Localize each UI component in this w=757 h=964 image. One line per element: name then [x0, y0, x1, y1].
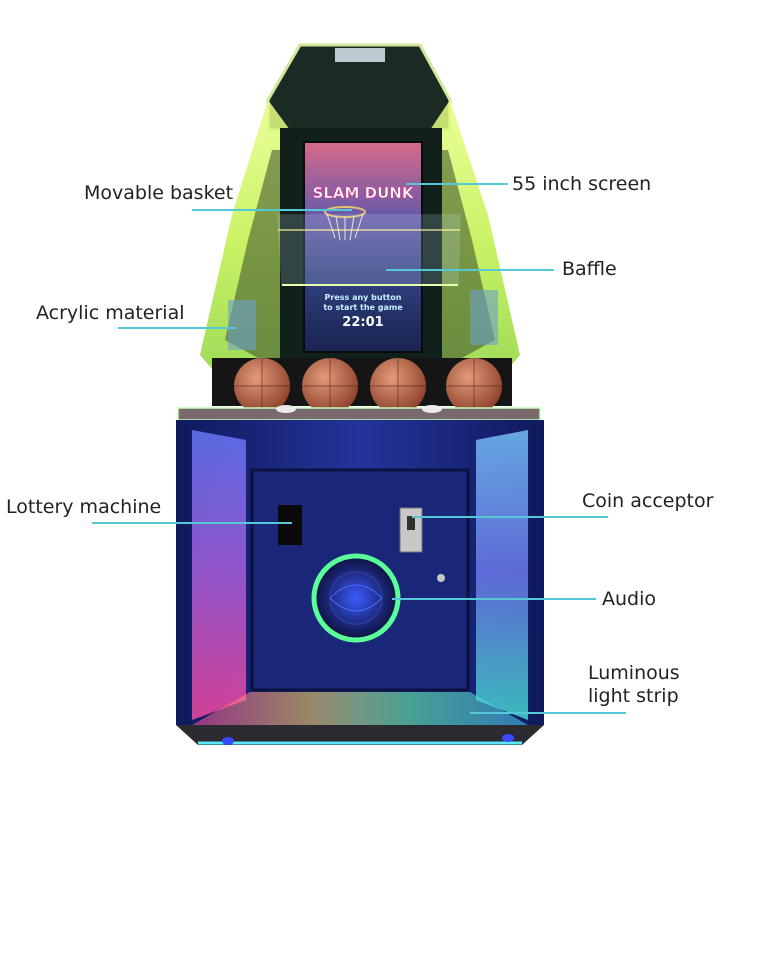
label-audio: Audio	[602, 588, 657, 610]
leader-line	[392, 598, 596, 600]
speaker	[311, 553, 401, 643]
label-baffle: Baffle	[562, 258, 617, 280]
label-coin-acceptor: Coin acceptor	[582, 490, 714, 512]
leader-line	[192, 209, 352, 211]
leader-line	[118, 327, 236, 329]
acrylic-frame	[200, 100, 520, 385]
label-55-inch-screen: 55 inch screen	[512, 173, 652, 195]
leader-line	[386, 269, 554, 271]
label-light-strip: light strip	[588, 685, 679, 707]
leader-line	[406, 183, 508, 185]
basket-hoop	[324, 206, 366, 241]
screen-timer: 22:01	[342, 315, 383, 330]
screen-logo: SLAM DUNK	[313, 184, 415, 202]
display-screen: SLAM DUNK Press any button to start the …	[303, 141, 423, 353]
screen-prompt-line2: to start the game	[323, 303, 403, 312]
screen-prompt-line1: Press any button	[325, 293, 402, 302]
leader-line	[412, 516, 608, 518]
label-acrylic-material: Acrylic material	[36, 302, 185, 324]
leader-line	[470, 712, 626, 714]
label-lottery-machine: Lottery machine	[6, 496, 162, 518]
coin-acceptor	[399, 507, 445, 582]
basketballs	[234, 358, 502, 414]
label-movable-basket: Movable basket	[84, 182, 234, 204]
leader-line	[92, 522, 292, 524]
baffle-panel	[277, 214, 461, 286]
counter-top	[177, 405, 541, 421]
base-light-strip	[176, 692, 544, 745]
lottery-slot	[278, 505, 302, 545]
label-luminous: Luminous	[588, 662, 680, 684]
marquee-housing	[266, 43, 452, 132]
